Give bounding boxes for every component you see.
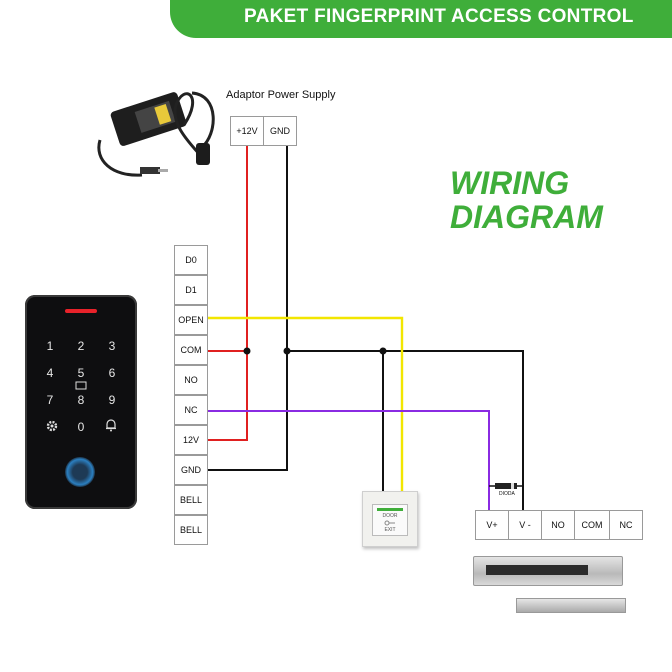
terminal-nc: NC (174, 395, 208, 425)
diagram-heading: WIRING DIAGRAM (450, 166, 603, 234)
bell-icon (106, 419, 116, 432)
title-banner (170, 0, 672, 38)
exit-button-face: DOOR EXIT (372, 504, 408, 536)
lock-terminal-vminus: V - (508, 510, 542, 540)
key-5: 5 (77, 366, 85, 380)
terminal-bell-1: BELL (174, 485, 208, 515)
terminal-bell-2: BELL (174, 515, 208, 545)
key-3: 3 (108, 339, 116, 353)
key-1: 1 (46, 339, 54, 353)
key-2: 2 (77, 339, 85, 353)
junction-dot (243, 347, 251, 355)
heading-line-1: WIRING (450, 165, 570, 201)
junction-dot (379, 347, 387, 355)
key-icon (384, 520, 395, 526)
key-9: 9 (108, 393, 116, 407)
card-icon (75, 381, 87, 390)
key-6: 6 (108, 366, 116, 380)
fingerprint-keypad: 1 2 3 4 5 6 7 8 9 0 (25, 295, 137, 509)
yellow-wire (208, 316, 404, 495)
power-adaptor-icon (97, 91, 215, 177)
adaptor-terminal-gnd: GND (263, 116, 297, 146)
purple-wire (208, 410, 490, 512)
terminal-com: COM (174, 335, 208, 365)
lock-terminal-com: COM (574, 510, 610, 540)
terminal-open: OPEN (174, 305, 208, 335)
exit-button-led (377, 508, 403, 511)
key-4: 4 (46, 366, 54, 380)
heading-line-2: DIAGRAM (450, 199, 603, 235)
exit-button-top-text: DOOR (382, 513, 398, 519)
banner-title: PAKET FINGERPRINT ACCESS CONTROL (244, 6, 634, 27)
red-wire (208, 146, 248, 441)
exit-button-bottom-text: EXIT (384, 527, 396, 533)
exit-button-device: DOOR EXIT (362, 491, 418, 547)
fingerprint-sensor-icon (65, 457, 95, 487)
diode-band (511, 483, 514, 489)
diode-label: DIODA (499, 491, 515, 497)
armature-plate-icon (516, 598, 626, 613)
adaptor-terminal-12v: +12V (230, 116, 264, 146)
terminal-12v: 12V (174, 425, 208, 455)
adaptor-label: Adaptor Power Supply (226, 89, 336, 101)
key-0: 0 (77, 420, 85, 434)
terminal-gnd: GND (174, 455, 208, 485)
key-7: 7 (46, 393, 54, 407)
magnetic-lock-face (486, 565, 588, 575)
lock-terminal-no: NO (541, 510, 575, 540)
lock-terminal-vplus: V+ (475, 510, 509, 540)
black-wire-bus (287, 350, 524, 512)
gear-icon (46, 420, 58, 432)
status-led (65, 309, 97, 313)
black-wire-gnd (208, 146, 288, 471)
terminal-no: NO (174, 365, 208, 395)
lock-terminal-nc: NC (609, 510, 643, 540)
junction-dot (283, 347, 291, 355)
diode-body (495, 483, 517, 489)
terminal-d0: D0 (174, 245, 208, 275)
key-8: 8 (77, 393, 85, 407)
terminal-d1: D1 (174, 275, 208, 305)
magnetic-lock-icon (473, 556, 623, 586)
